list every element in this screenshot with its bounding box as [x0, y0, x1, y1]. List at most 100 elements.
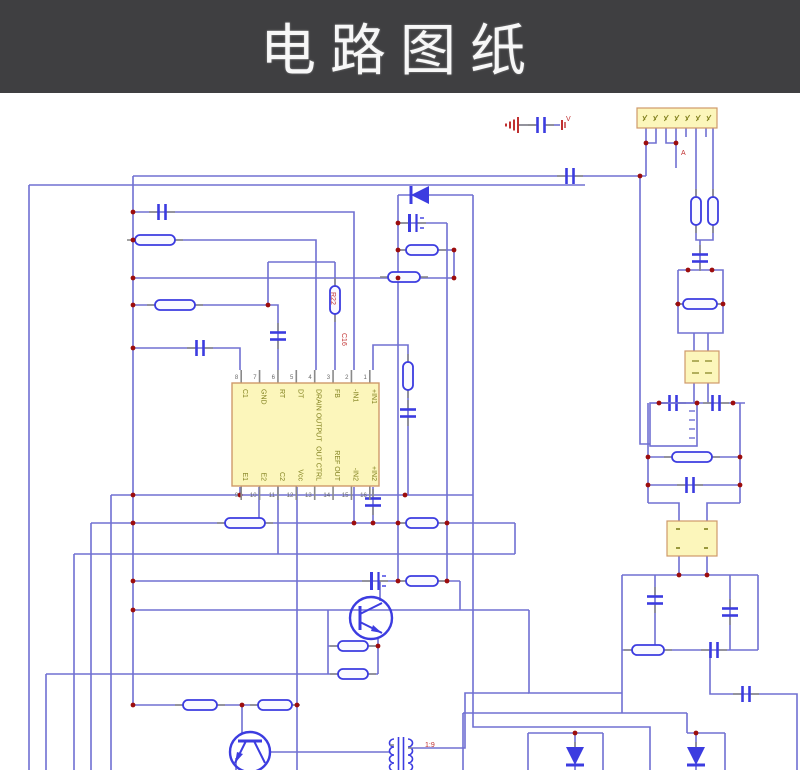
- junction-dot: [720, 301, 726, 307]
- capacitor: [677, 477, 703, 493]
- capacitor: [701, 642, 727, 658]
- resistor: [398, 244, 446, 256]
- junction-dot: [444, 520, 450, 526]
- svg-text:13: 13: [305, 493, 312, 499]
- ic-pin-label: C2: [278, 472, 285, 481]
- junction-dot: [130, 345, 136, 351]
- polarized-capacitor: [362, 572, 388, 590]
- resistor: [147, 299, 203, 311]
- junction-dot: [265, 302, 271, 308]
- resistor: [624, 644, 672, 656]
- resistor: [690, 189, 702, 233]
- junction-dot: [370, 520, 376, 526]
- junction-dot: [395, 247, 401, 253]
- capacitor: [400, 400, 416, 426]
- svg-text:9: 9: [235, 493, 239, 499]
- svg-text:2: 2: [345, 375, 349, 381]
- page-header: 电路图纸: [0, 0, 800, 93]
- capacitor: [149, 204, 175, 220]
- junction-dots: [130, 140, 743, 736]
- ic-pin-label: C1: [241, 389, 248, 398]
- annotation-label: C16: [340, 333, 347, 346]
- svg-text:3: 3: [327, 375, 331, 381]
- svg-text:11: 11: [269, 493, 276, 499]
- junction-dot: [643, 140, 649, 146]
- junction-dot: [676, 572, 682, 578]
- junction-dot: [130, 302, 136, 308]
- junction-dot: [451, 275, 457, 281]
- transformer-box: [649, 402, 698, 447]
- resistor: [380, 271, 428, 283]
- junction-dot: [693, 730, 699, 736]
- junction-dot: [239, 702, 245, 708]
- junction-dot: [444, 578, 450, 584]
- ic-pin-label: E2: [260, 472, 267, 481]
- resistor: [664, 451, 720, 463]
- junction-dot: [351, 520, 357, 526]
- annotation-label: A: [681, 150, 686, 157]
- resistor: [250, 699, 300, 711]
- junction-dot: [130, 209, 136, 215]
- ic-pin-label: -IN1: [351, 389, 358, 402]
- capacitor: [270, 323, 286, 349]
- diode: [566, 742, 584, 767]
- junction-dot: [395, 220, 401, 226]
- capacitor: [187, 340, 213, 356]
- capacitor: [733, 686, 759, 702]
- junction-dot: [645, 454, 651, 460]
- ic-pin-label: +IN1: [370, 389, 377, 404]
- junction-dot: [685, 267, 691, 273]
- npn-transistor: [348, 595, 394, 641]
- terminal-icon: [561, 120, 566, 130]
- resistor: [329, 278, 341, 322]
- capacitor: [692, 245, 708, 271]
- junction-dot: [694, 400, 700, 406]
- svg-text:12: 12: [287, 493, 294, 499]
- resistor: [402, 354, 414, 398]
- svg-text:16: 16: [360, 493, 367, 499]
- component-box: [666, 520, 718, 557]
- junction-dot: [130, 520, 136, 526]
- junction-dot: [130, 237, 136, 243]
- junction-dot: [673, 140, 679, 146]
- ic-pin-label: REF OUT: [333, 450, 340, 481]
- svg-text:8: 8: [235, 375, 239, 381]
- svg-text:14: 14: [323, 493, 330, 499]
- transformer: [388, 737, 414, 770]
- npn-transistor: [228, 730, 272, 770]
- page-title: 电路图纸: [260, 19, 540, 82]
- resistor: [707, 189, 719, 233]
- junction-dot: [704, 572, 710, 578]
- capacitor: [557, 168, 583, 184]
- junction-dot: [737, 482, 743, 488]
- junction-dot: [737, 454, 743, 460]
- resistor: [217, 517, 273, 529]
- annotation-label: V: [566, 116, 571, 123]
- junction-dot: [451, 247, 457, 253]
- capacitor: [647, 587, 663, 613]
- junction-dot: [130, 492, 136, 498]
- junction-dot: [709, 267, 715, 273]
- svg-text:5: 5: [290, 375, 294, 381]
- junction-dot: [294, 702, 300, 708]
- ic-pin-label: E1: [241, 472, 248, 481]
- polarized-capacitor: [400, 214, 426, 232]
- diode: [409, 186, 429, 204]
- annotation-label: R22: [329, 292, 336, 305]
- junction-dot: [130, 607, 136, 613]
- ic-pin-label: -IN2: [351, 468, 358, 481]
- resistor: [398, 517, 446, 529]
- junction-dot: [395, 520, 401, 526]
- junction-dot: [675, 301, 681, 307]
- resistor: [675, 298, 725, 310]
- ic-pin-label: +IN2: [370, 466, 377, 481]
- svg-text:1: 1: [363, 375, 367, 381]
- diode: [687, 742, 705, 767]
- junction-dot: [645, 482, 651, 488]
- resistor: [175, 699, 225, 711]
- junction-dot: [730, 400, 736, 406]
- wires: [28, 124, 798, 770]
